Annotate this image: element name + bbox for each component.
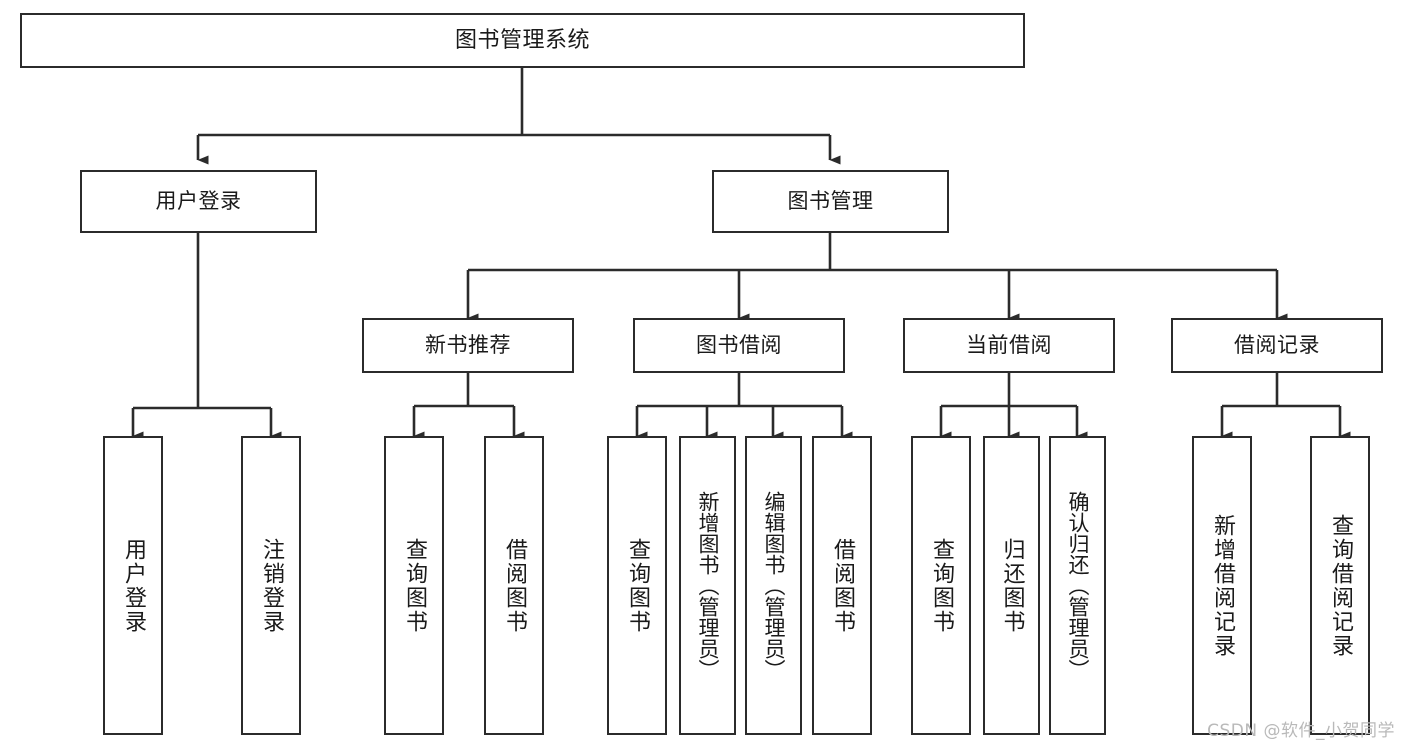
node-current-borrow-label: 当前借阅 xyxy=(966,333,1052,358)
leaf-book-borrow-query[interactable]: 查询图书 xyxy=(607,436,667,735)
leaf-user-login-login[interactable]: 用户登录 xyxy=(103,436,163,735)
leaf-new-book-borrow-label: 借阅图书 xyxy=(502,537,527,634)
leaf-current-borrow-query[interactable]: 查询图书 xyxy=(911,436,971,735)
node-book-borrow-label: 图书借阅 xyxy=(696,333,782,358)
leaf-book-borrow-borrow[interactable]: 借阅图书 xyxy=(812,436,872,735)
node-root[interactable]: 图书管理系统 xyxy=(20,13,1025,68)
leaf-borrow-record-add-label: 新增借阅记录 xyxy=(1210,513,1235,658)
leaf-book-borrow-add[interactable]: 新增图书（管理员） xyxy=(679,436,736,735)
node-borrow-record[interactable]: 借阅记录 xyxy=(1171,318,1383,373)
leaf-new-book-query-label: 查询图书 xyxy=(402,537,427,634)
leaf-borrow-record-add[interactable]: 新增借阅记录 xyxy=(1192,436,1252,735)
leaf-current-borrow-return-label: 归还图书 xyxy=(999,537,1025,634)
node-new-book[interactable]: 新书推荐 xyxy=(362,318,574,373)
node-new-book-label: 新书推荐 xyxy=(425,333,511,358)
node-borrow-record-label: 借阅记录 xyxy=(1234,333,1320,358)
leaf-borrow-record-query[interactable]: 查询借阅记录 xyxy=(1310,436,1370,735)
leaf-new-book-query[interactable]: 查询图书 xyxy=(384,436,444,735)
leaf-current-borrow-confirm[interactable]: 确认归还（管理员） xyxy=(1049,436,1106,735)
node-user-login-label: 用户登录 xyxy=(155,189,242,214)
leaf-book-borrow-query-label: 查询图书 xyxy=(625,537,650,634)
node-root-label: 图书管理系统 xyxy=(454,27,590,53)
watermark: CSDN @软件_小贺同学 xyxy=(1207,721,1395,741)
node-book-manage[interactable]: 图书管理 xyxy=(712,170,949,233)
leaf-current-borrow-return[interactable]: 归还图书 xyxy=(983,436,1040,735)
node-user-login[interactable]: 用户登录 xyxy=(80,170,317,233)
leaf-new-book-borrow[interactable]: 借阅图书 xyxy=(484,436,544,735)
leaf-book-borrow-edit-label: 编辑图书（管理员） xyxy=(762,491,786,680)
leaf-book-borrow-add-label: 新增图书（管理员） xyxy=(696,491,720,680)
leaf-user-login-login-label: 用户登录 xyxy=(121,537,146,634)
node-book-manage-label: 图书管理 xyxy=(787,189,874,214)
node-current-borrow[interactable]: 当前借阅 xyxy=(903,318,1115,373)
leaf-book-borrow-borrow-label: 借阅图书 xyxy=(830,537,855,634)
leaf-current-borrow-confirm-label: 确认归还（管理员） xyxy=(1066,491,1090,680)
leaf-borrow-record-query-label: 查询借阅记录 xyxy=(1328,513,1353,658)
leaf-user-login-logout-label: 注销登录 xyxy=(259,537,284,634)
leaf-book-borrow-edit[interactable]: 编辑图书（管理员） xyxy=(745,436,802,735)
leaf-user-login-logout[interactable]: 注销登录 xyxy=(241,436,301,735)
node-book-borrow[interactable]: 图书借阅 xyxy=(633,318,845,373)
leaf-current-borrow-query-label: 查询图书 xyxy=(929,537,954,634)
